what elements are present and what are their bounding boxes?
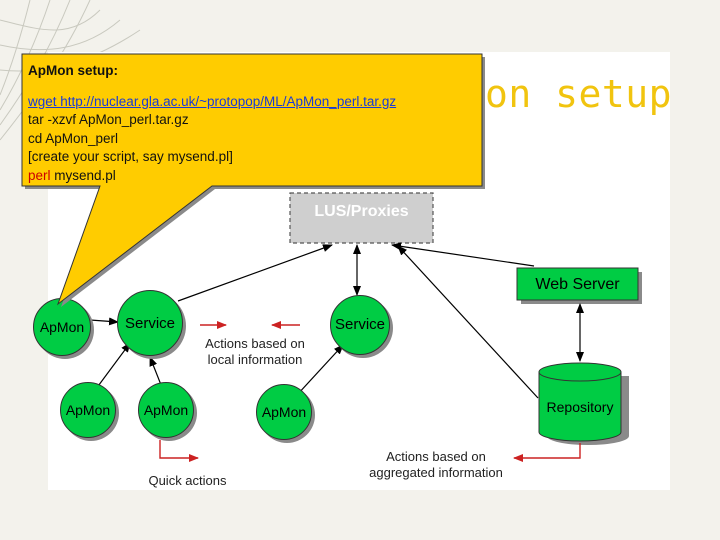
connector-service-lus xyxy=(177,244,333,302)
apmon-node-bottom-middle: ApMon xyxy=(138,382,194,438)
callout-heading: ApMon setup: xyxy=(28,63,118,78)
repository-label: Repository xyxy=(546,399,614,415)
actions-aggregated-line2: aggregated information xyxy=(369,465,503,480)
web-server-label: Web Server xyxy=(535,276,620,293)
download-link[interactable]: wget http://nuclear.gla.ac.uk/~protopop/… xyxy=(28,93,397,109)
apmon-node-bottom-left: ApMon xyxy=(60,382,116,438)
red-arrow-quick xyxy=(159,440,199,462)
apmon-node-bottom-right: ApMon xyxy=(256,384,312,440)
connector-apmon-service xyxy=(89,317,119,326)
callout-text: ApMon setup: wget http://nuclear.gla.ac.… xyxy=(28,62,480,185)
callout-line-1: wget http://nuclear.gla.ac.uk/~protopop/… xyxy=(28,93,480,112)
callout-line-5: perl mysend.pl xyxy=(28,167,480,186)
red-arrow-aggregated xyxy=(513,443,581,462)
connector-apmon-service-br xyxy=(296,344,344,396)
callout-line-2: tar -xzvf ApMon_perl.tar.gz xyxy=(28,112,189,127)
actions-local-line1: Actions based on xyxy=(205,336,305,351)
callout-line-3: cd ApMon_perl xyxy=(28,130,119,146)
service-node-right: Service xyxy=(330,295,390,355)
actions-local-label: Actions based on local information xyxy=(190,336,320,368)
web-server-box xyxy=(516,267,639,301)
callout-line-4: [create your script, say mysend.pl] xyxy=(28,149,233,164)
apmon-node-top: ApMon xyxy=(33,298,91,356)
slide-title: on setup xyxy=(485,72,673,116)
actions-local-line2: local information xyxy=(207,352,303,367)
actions-aggregated-label: Actions based on aggregated information xyxy=(355,449,517,481)
lus-proxies-label: LUS/Proxies xyxy=(314,203,409,220)
repository-cylinder xyxy=(538,362,629,445)
callout-line-5-rest: mysend.pl xyxy=(50,167,116,183)
quick-actions-label: Quick actions xyxy=(148,473,227,488)
actions-aggregated-line1: Actions based on xyxy=(386,449,486,464)
perl-keyword: perl xyxy=(28,167,51,183)
service-node-left: Service xyxy=(117,290,183,356)
